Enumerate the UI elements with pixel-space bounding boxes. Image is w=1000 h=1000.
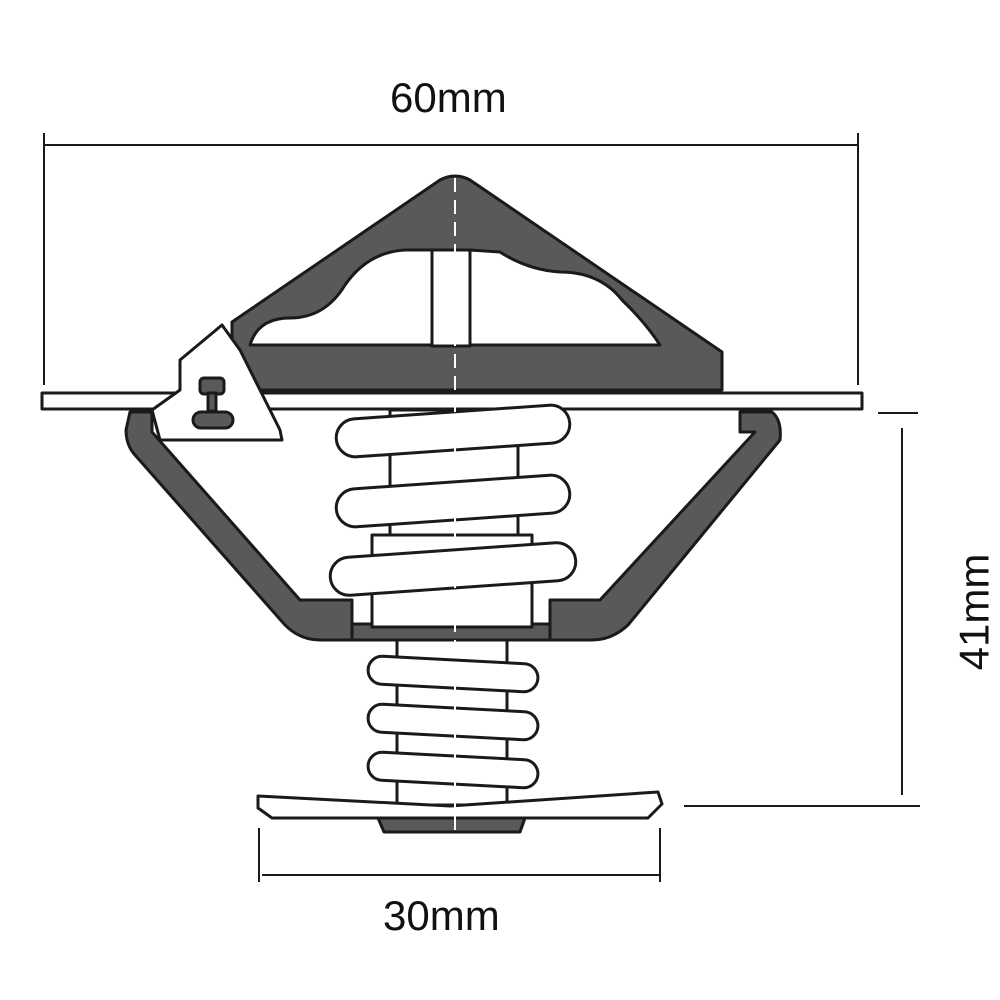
jiggle-pin-base [191, 410, 235, 430]
bottom-pin [376, 816, 527, 834]
upper-bridge-window [248, 248, 434, 347]
dimension-height-right-label: 41mm [950, 553, 998, 671]
bottom-plate [256, 790, 664, 820]
lower-cup-right [548, 410, 782, 642]
upper-stem [430, 248, 472, 348]
dimension-lines [43, 133, 920, 882]
lower-spring-coil-2 [366, 702, 540, 742]
upper-spring-coil-3 [328, 541, 578, 597]
upper-bridge-window-right [468, 248, 662, 347]
dimension-width-top-label: 60mm [390, 74, 507, 121]
jiggle-pin [206, 391, 218, 413]
lower-spring [366, 654, 540, 790]
upper-spring-coil-2 [334, 473, 572, 529]
thermostat-body [40, 174, 864, 834]
dimension-width-bottom-label: 30mm [383, 892, 500, 939]
upper-spring-coil-1 [334, 403, 572, 459]
lower-cup [124, 410, 354, 642]
upper-spring [328, 403, 578, 597]
lower-spring-coil-3 [366, 750, 540, 790]
lower-spring-coil-1 [366, 654, 540, 694]
